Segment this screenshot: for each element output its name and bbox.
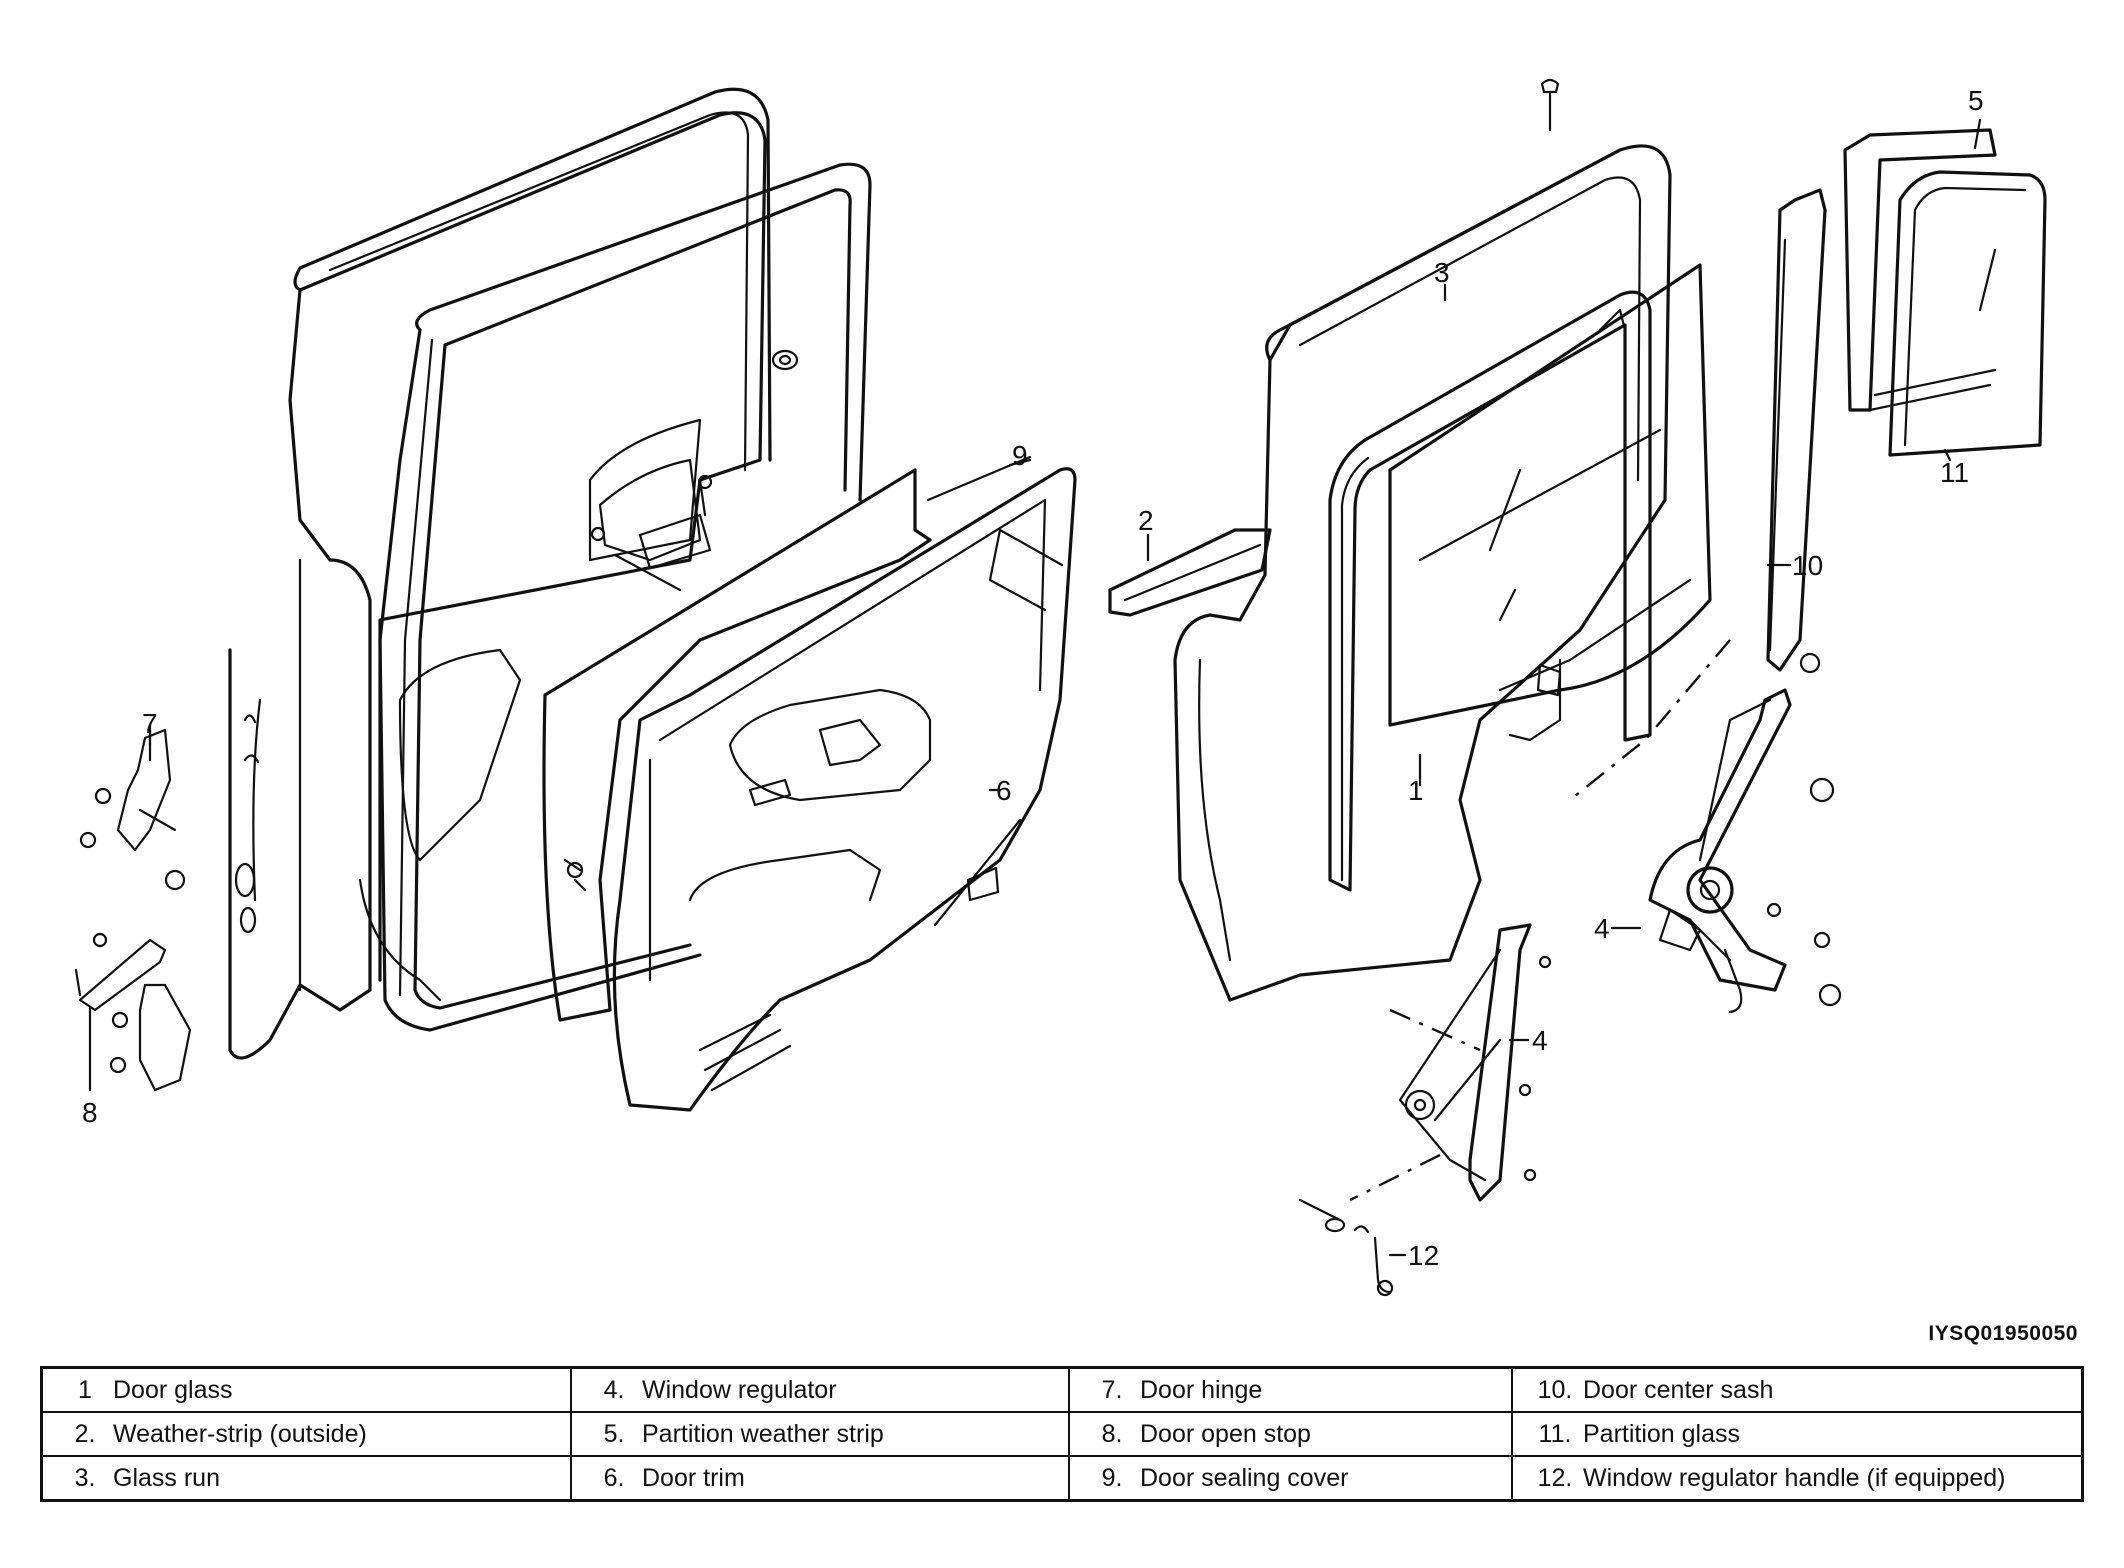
legend-cell: 1 Door glass: [40, 1366, 572, 1413]
legend-label: Door hinge: [1140, 1375, 1263, 1404]
legend-label: Door trim: [642, 1463, 745, 1492]
legend-cell: 8. Door open stop: [1068, 1411, 1513, 1457]
legend-number: 7.: [1101, 1375, 1123, 1404]
callout-11: 11: [1940, 457, 1969, 488]
glass-run-left: [378, 162, 872, 1032]
callout-5: 5: [1968, 85, 1984, 116]
legend-label: Window regulator: [642, 1375, 837, 1404]
legend-label: Door open stop: [1140, 1419, 1311, 1448]
door-check-parts: [566, 458, 713, 879]
legend-cell: 9. Door sealing cover: [1068, 1455, 1513, 1502]
legend-label: Partition glass: [1583, 1419, 1741, 1448]
callout-12: 12: [1408, 1240, 1439, 1271]
legend-row: 1 Door glass 4. Window regulator 7. Door hi…: [40, 1366, 2084, 1413]
legend-cell: 2. Weather-strip (outside): [40, 1411, 572, 1457]
callout-3: 3: [1434, 257, 1450, 288]
legend-number: 2.: [74, 1419, 96, 1448]
window-regulator-right: [1648, 688, 1842, 1014]
legend-label: Door sealing cover: [1140, 1463, 1349, 1492]
legend-cell: 7. Door hinge: [1068, 1366, 1513, 1413]
legend-cell: 10. Door center sash: [1511, 1366, 2084, 1413]
legend-row: 2. Weather-strip (outside) 5. Partition we…: [40, 1411, 2084, 1457]
legend-cell: 11. Partition glass: [1511, 1411, 2084, 1457]
legend-cell: 12. Window regulator handle (if equipped): [1511, 1455, 2084, 1502]
callout-9: 9: [1012, 440, 1028, 471]
exploded-parts-diagram: 1 2 3 4 4 5 6 7 8 9 10 11 12: [74, 78, 2047, 1297]
legend-label: Door glass: [113, 1375, 233, 1404]
door-trim: [612, 467, 1077, 1112]
legend-cell: 3. Glass run: [40, 1455, 572, 1502]
legend-label: Partition weather strip: [642, 1419, 884, 1448]
leader-lines: [88, 118, 1982, 1257]
legend-label: Door center sash: [1583, 1375, 1774, 1404]
legend-number: 3.: [74, 1463, 96, 1492]
callout-4-lower: 4: [1532, 1025, 1548, 1056]
legend-cell: 6. Door trim: [570, 1455, 1070, 1502]
legend-number: 1: [78, 1375, 92, 1404]
parts-legend-table: 1 Door glass 4. Window regulator 7. Door hi…: [40, 1366, 2084, 1502]
legend-cell: 5. Partition weather strip: [570, 1411, 1070, 1457]
legend-label: Glass run: [113, 1463, 220, 1492]
legend-number: 8.: [1101, 1419, 1123, 1448]
legend-number: 9.: [1101, 1463, 1123, 1492]
legend-number: 4.: [603, 1375, 625, 1404]
callout-7: 7: [142, 708, 158, 739]
callout-1: 1: [1408, 775, 1424, 806]
partition-glass-assembly: [1843, 128, 2047, 457]
door-panel-left: [228, 87, 799, 1060]
legend-number: 12.: [1537, 1463, 1573, 1492]
callout-4-right: 4: [1594, 913, 1610, 944]
window-regulator-handle: [1298, 1198, 1394, 1297]
callout-6: 6: [996, 775, 1012, 806]
figure-id: IYSQ01950050: [1928, 1322, 2078, 1345]
callout-10: 10: [1792, 550, 1823, 581]
window-regulator-lower: [1349, 923, 1552, 1202]
legend-number: 5.: [603, 1419, 625, 1448]
legend-label: Weather-strip (outside): [113, 1419, 367, 1448]
callout-8: 8: [82, 1097, 98, 1128]
legend-row: 3. Glass run 6. Door trim 9. Door sealing c…: [40, 1455, 2084, 1502]
door-open-stop: [74, 932, 167, 1012]
glass-run-right: [1328, 290, 1652, 892]
legend-number: 11.: [1538, 1419, 1572, 1448]
door-center-sash: [1766, 188, 1827, 674]
callout-2: 2: [1138, 505, 1154, 536]
door-glass: [1388, 263, 1712, 727]
door-hinge: [79, 723, 192, 1092]
legend-cell: 4. Window regulator: [570, 1366, 1070, 1413]
legend-number: 6.: [603, 1463, 625, 1492]
screw-top: [1540, 78, 1560, 132]
legend-number: 10.: [1537, 1375, 1573, 1404]
legend-label: Window regulator handle (if equipped): [1583, 1463, 2006, 1492]
weather-strip-outside: [1108, 528, 1272, 617]
